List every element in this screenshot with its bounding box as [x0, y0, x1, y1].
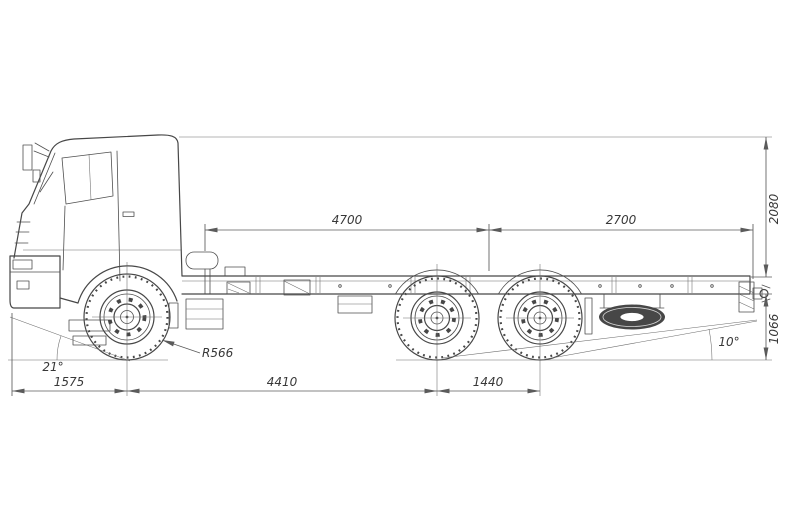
dim-label-rear-overhang-top: 2700: [606, 213, 637, 227]
spare-wheel: [599, 293, 665, 330]
dim-label-wheelbase-bottom: 4410: [267, 375, 298, 389]
dim-label-frame-height: 1066: [767, 313, 781, 344]
dim-label-bogie-spacing: 1440: [473, 375, 504, 389]
chassis-frame: [181, 269, 751, 335]
front-wheel: [83, 262, 171, 396]
dim-label-wheelbase-top: 4700: [332, 213, 363, 227]
air-tank: [185, 251, 219, 270]
angle-labels: 21° 10°: [42, 335, 739, 374]
dim-label-cab-height: 2080: [767, 193, 781, 224]
headlight: [12, 259, 33, 270]
tow-coupling: [759, 288, 769, 299]
approach-angle: [8, 316, 168, 362]
front-mudflap: [168, 302, 179, 329]
front-grille: [12, 221, 33, 270]
door-handle: [122, 211, 135, 217]
dim-label-front-overhang: 1575: [54, 375, 85, 389]
dim-label-approach-angle: 21°: [42, 360, 63, 374]
cab-steps: [68, 319, 111, 346]
front-fender: [77, 265, 178, 304]
cab: [9, 134, 183, 346]
rear-hitch: [738, 281, 771, 313]
battery-box: [185, 298, 224, 330]
dimension-bottom: 1575 4410 1440: [11, 313, 540, 396]
behind-cab-equipment: [185, 251, 246, 330]
dim-label-wheel-radius: R566: [202, 346, 234, 360]
dim-label-departure-angle: 10°: [718, 335, 739, 349]
rear-wheel-1: [394, 264, 480, 396]
mirror: [22, 142, 50, 183]
dimension-top: 4700 2700: [204, 213, 754, 279]
rear-wheel-2: [497, 264, 583, 396]
departure-angle: [396, 319, 772, 361]
dimension-right: 2080 1066: [179, 136, 781, 360]
fog-lamp: [16, 280, 30, 290]
front-bumper: [9, 255, 61, 309]
radius-callout: R566: [161, 339, 234, 360]
rear-mudflap: [584, 297, 593, 335]
